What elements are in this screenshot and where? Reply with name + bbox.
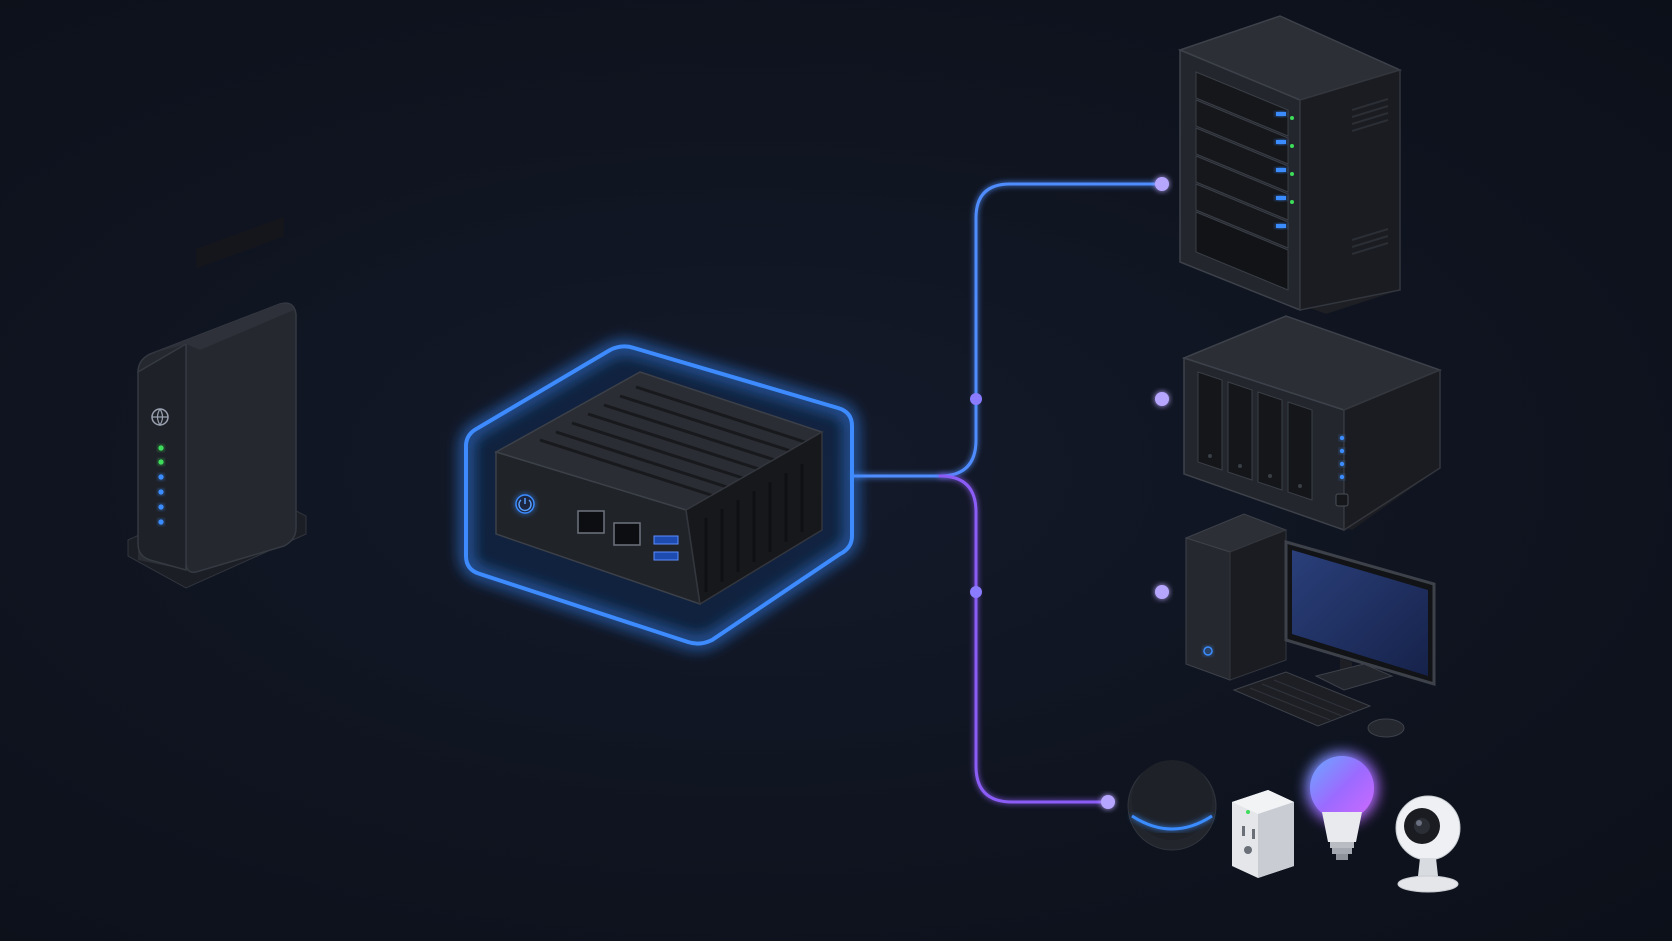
ethernet-port xyxy=(577,510,605,534)
network-links xyxy=(296,182,1164,804)
power-icon xyxy=(1335,493,1349,507)
monitor-screen xyxy=(1292,550,1428,676)
modem-vent-grille xyxy=(196,216,284,269)
link-junctions xyxy=(970,177,1169,809)
server-side-vents xyxy=(1351,98,1389,255)
desktop-pc xyxy=(1184,513,1436,738)
usb-port xyxy=(653,551,679,561)
power-icon xyxy=(1203,646,1213,656)
link-gateway-trunk xyxy=(852,182,1162,478)
usb-port xyxy=(653,535,679,545)
outlet-slot xyxy=(1252,829,1255,839)
outlet-slot xyxy=(1242,826,1245,836)
rack-server xyxy=(1177,15,1403,314)
ethernet-port xyxy=(613,522,641,546)
mouse xyxy=(1367,718,1405,738)
smart-plug xyxy=(1232,790,1294,878)
side-fins xyxy=(704,464,804,592)
nas xyxy=(1181,315,1443,532)
heatsink-fins xyxy=(539,385,809,498)
modem xyxy=(127,216,307,589)
endpoint-dot-nas xyxy=(1155,392,1169,406)
mini-pc-gateway xyxy=(494,371,824,606)
smart-speaker xyxy=(1127,760,1217,851)
endpoint-dot-iot xyxy=(1101,795,1115,809)
smart-home-devices xyxy=(1127,756,1461,893)
server-bays xyxy=(1195,71,1289,291)
endpoint-dot-desktop xyxy=(1155,585,1169,599)
keyboard xyxy=(1232,671,1372,727)
modem-status-leds xyxy=(158,445,164,525)
security-camera xyxy=(1395,795,1461,893)
nas-drive-bays xyxy=(1197,371,1313,501)
link-branch-down xyxy=(938,474,1110,804)
junction-dot xyxy=(970,586,982,598)
nas-status-leds xyxy=(1335,435,1349,507)
endpoint-dot-server xyxy=(1155,177,1169,191)
server-leds xyxy=(1276,112,1294,228)
smart-bulb xyxy=(1310,756,1374,860)
junction-dot xyxy=(970,393,982,405)
